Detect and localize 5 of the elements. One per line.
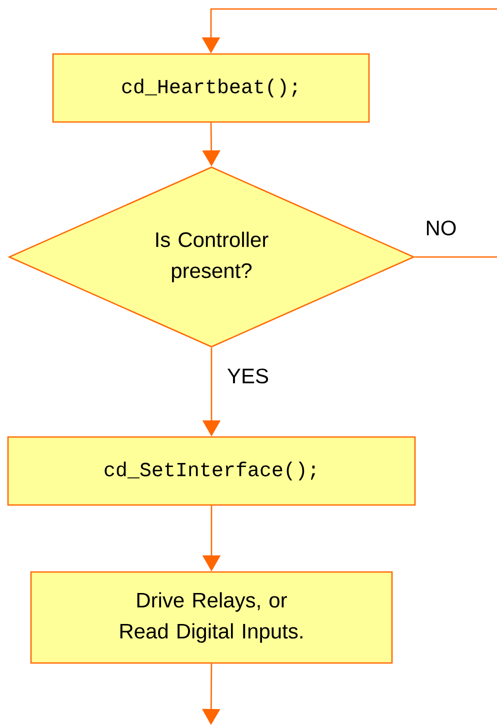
edge-label: YES: [227, 368, 268, 384]
process-box: cd_Heartbeat();: [52, 53, 370, 123]
edge-label: NO: [426, 220, 456, 236]
process-box: cd_SetInterface();: [7, 436, 416, 506]
process-box: Drive Relays, or Read Digital Inputs.: [30, 571, 393, 664]
